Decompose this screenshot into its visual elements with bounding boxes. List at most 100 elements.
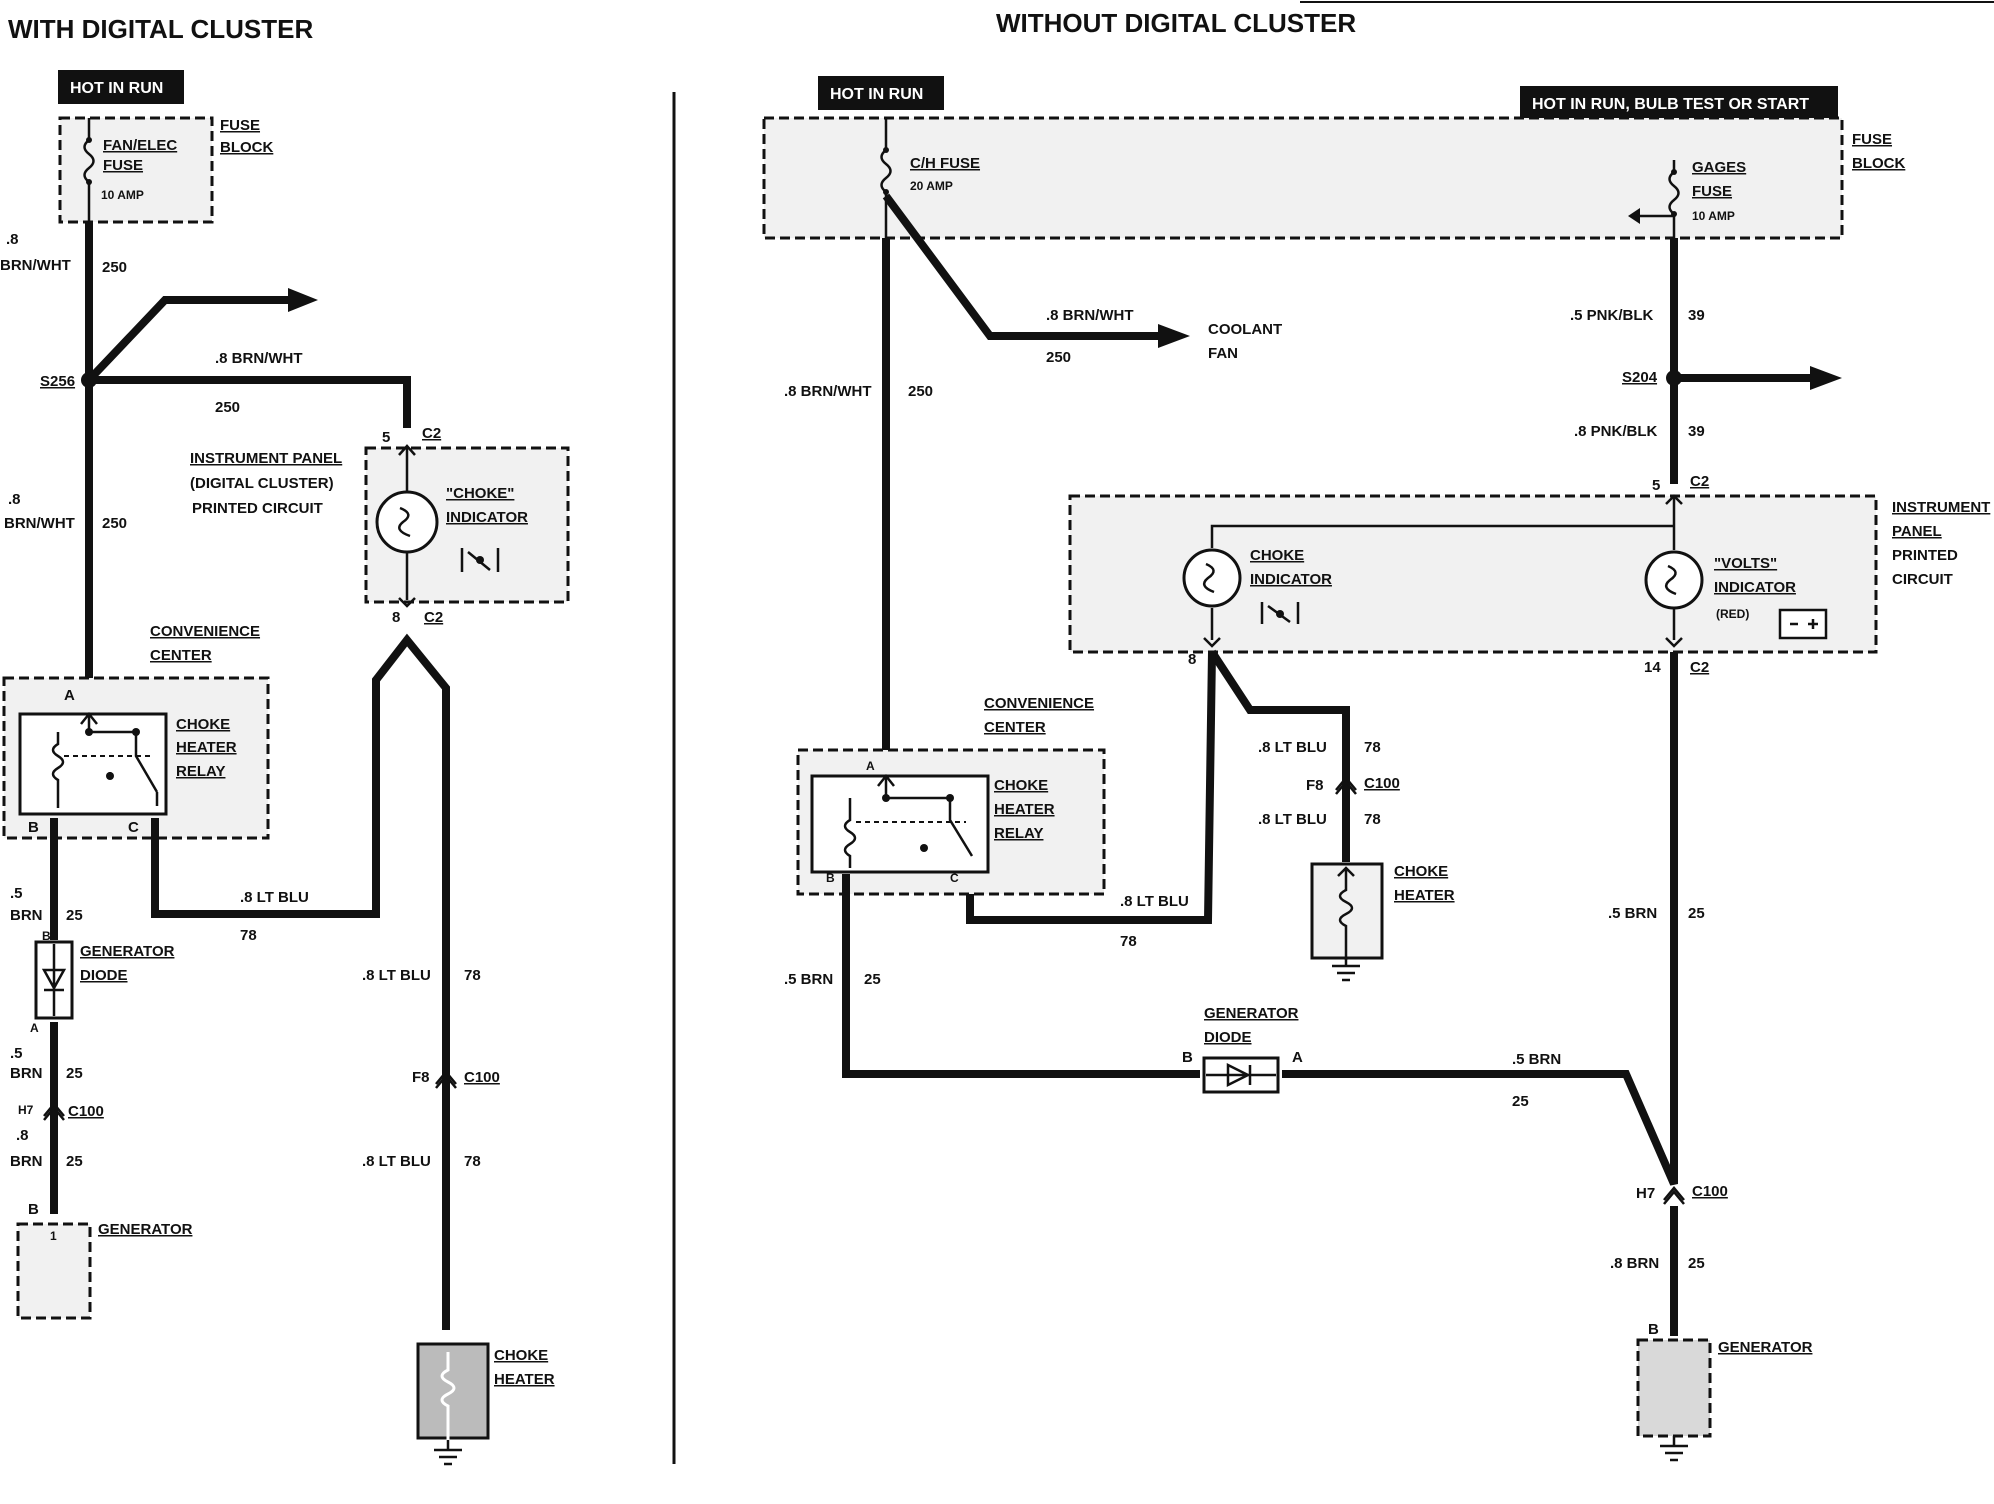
- left-fuse-symbol: [83, 118, 95, 222]
- left-brn1-num: 25: [66, 907, 83, 924]
- right-diode-pin-a: A: [1292, 1049, 1303, 1066]
- left-diode-pin-b: B: [42, 929, 51, 943]
- right-c2-pin-8: 8: [1188, 651, 1196, 668]
- right-coolant-arrow-head: [1158, 324, 1190, 348]
- right-relay-out-num: 78: [1120, 933, 1137, 950]
- left-title: WITH DIGITAL CLUSTER: [8, 14, 313, 44]
- right-gages-fuse-label-2: FUSE: [1692, 183, 1732, 200]
- left-fuse-dot-top: [86, 137, 92, 143]
- left-relay-c-wire: [151, 633, 450, 1330]
- right-gages-arrow-head: [1628, 208, 1640, 224]
- left-hot-in-run-badge: [58, 70, 184, 104]
- choke-symbol-icon-right: [1260, 602, 1300, 624]
- left-c100-pin-f8: F8: [412, 1069, 430, 1086]
- left-relay-pin-a: A: [64, 687, 75, 704]
- right-title: WITHOUT DIGITAL CLUSTER: [996, 8, 1356, 38]
- right-ltblu2-label: .8 LT BLU: [1258, 811, 1327, 828]
- left-fuse-name: FAN/ELEC: [103, 137, 177, 154]
- right-brn-wire: [842, 652, 1678, 1186]
- right-brn-right-num: 25: [1688, 905, 1705, 922]
- right-relay-dot-1: [882, 794, 890, 802]
- right-gages-dot-1: [1671, 169, 1677, 175]
- right-ip-title-4: CIRCUIT: [1892, 571, 1953, 588]
- left-fuse-block-label-2: BLOCK: [220, 139, 273, 156]
- left-c2-top-label: C2: [422, 425, 441, 442]
- right-relay-label-3: RELAY: [994, 825, 1043, 842]
- left-c2-bot-label: C2: [424, 609, 443, 626]
- right-pnk1-label: .5 PNK/BLK: [1570, 307, 1654, 324]
- right-diode-label-2: DIODE: [1204, 1029, 1252, 1046]
- left-brn3-color: BRN: [10, 1153, 43, 1170]
- left-relay-out-num: 78: [240, 927, 257, 944]
- left-relay-out-wire: .8 LT BLU: [240, 889, 309, 906]
- left-relay-label-1: CHOKE: [176, 716, 230, 733]
- right-diode-label-1: GENERATOR: [1204, 1005, 1299, 1022]
- right-fuse-block: [762, 116, 1844, 240]
- left-ip-title-3: PRINTED CIRCUIT: [192, 500, 323, 517]
- right-hot-bulb-badge: [1520, 86, 1838, 120]
- right-choke-bulb: [1182, 548, 1242, 608]
- left-gen-terminal: 1: [50, 1229, 57, 1243]
- right-ip-arrow-bot-2: [1665, 637, 1683, 648]
- right-volts-filament: [1664, 564, 1677, 596]
- left-splice-label: S256: [40, 373, 75, 390]
- left-brn2-size: .5: [10, 1045, 23, 1062]
- left-wire-top-color: BRN/WHT: [0, 257, 71, 274]
- right-choke-filament: [1202, 562, 1215, 594]
- right-ch-fuse-symbol: [880, 118, 892, 238]
- battery-icon: [1778, 608, 1828, 640]
- right-ip-title-1: INSTRUMENT: [1892, 499, 1990, 516]
- right-fuse-block-label-2: BLOCK: [1852, 155, 1905, 172]
- right-conv-center-1: CONVENIENCE: [984, 695, 1094, 712]
- right-ip-title-2: PANEL: [1892, 523, 1942, 540]
- right-hot-in-run-label: HOT IN RUN: [830, 86, 923, 103]
- right-brn-left-num: 25: [864, 971, 881, 988]
- left-relay-box: [18, 712, 168, 816]
- right-choke-wire: [1208, 649, 1350, 862]
- right-relay-pin-a: A: [866, 759, 875, 773]
- left-conv-center-2: CENTER: [150, 647, 212, 664]
- left-c100-connector-f8: [435, 1070, 457, 1089]
- ground-icon: [434, 1440, 462, 1466]
- right-relay-label-2: HEATER: [994, 801, 1055, 818]
- left-brn2-num: 25: [66, 1065, 83, 1082]
- right-choke-heater-2: HEATER: [1394, 887, 1455, 904]
- right-volts-label-2: INDICATOR: [1714, 579, 1796, 596]
- left-c2-bot-arrow: [398, 597, 416, 608]
- right-volts-bulb: [1644, 550, 1704, 610]
- left-choke-heater-label-1: CHOKE: [494, 1347, 548, 1364]
- right-c2-b-label: C2: [1690, 659, 1709, 676]
- right-c100-f8: F8: [1306, 777, 1324, 794]
- right-hot-bulb-label: HOT IN RUN, BULB TEST OR START: [1532, 96, 1809, 113]
- left-brn1-size: .5: [10, 885, 23, 902]
- left-relay-pin-c: C: [128, 819, 139, 836]
- left-branch-wire: [89, 376, 411, 428]
- right-c100-label: C100: [1364, 775, 1400, 792]
- right-volts-label-1: "VOLTS": [1714, 555, 1777, 572]
- right-coolant-fan-1: COOLANT: [1208, 321, 1282, 338]
- left-ltblu-num-2: 78: [464, 967, 481, 984]
- left-ip-title-2: (DIGITAL CLUSTER): [190, 475, 334, 492]
- left-diode-pin-a: A: [30, 1021, 39, 1035]
- right-relay-label-1: CHOKE: [994, 777, 1048, 794]
- right-c2-top-pin: 5: [1652, 477, 1660, 494]
- right-gen-pin: B: [1648, 1321, 1659, 1338]
- left-ip-title-1: INSTRUMENT PANEL: [190, 450, 342, 467]
- left-relay-label-2: HEATER: [176, 739, 237, 756]
- right-brn8-label: .8 BRN: [1610, 1255, 1659, 1272]
- left-gen-pin: B: [28, 1201, 39, 1218]
- right-c100-f8-connector: [1335, 776, 1357, 795]
- right-pnk1-num: 39: [1688, 307, 1705, 324]
- right-choke-indicator-1: CHOKE: [1250, 547, 1304, 564]
- left-relay-pin-b: B: [28, 819, 39, 836]
- right-choke-indicator-2: INDICATOR: [1250, 571, 1332, 588]
- right-relay-dot-3: [920, 844, 928, 852]
- right-diode-pin-b: B: [1182, 1049, 1193, 1066]
- right-ltblu1-label: .8 LT BLU: [1258, 739, 1327, 756]
- left-brn3-num: 25: [66, 1153, 83, 1170]
- left-c100-pin-h7: H7: [18, 1103, 34, 1117]
- right-pnk2-label: .8 PNK/BLK: [1574, 423, 1658, 440]
- right-splice-arrow-head: [1810, 366, 1842, 390]
- right-relay-pin-c: C: [950, 871, 959, 885]
- left-generator-label: GENERATOR: [98, 1221, 193, 1238]
